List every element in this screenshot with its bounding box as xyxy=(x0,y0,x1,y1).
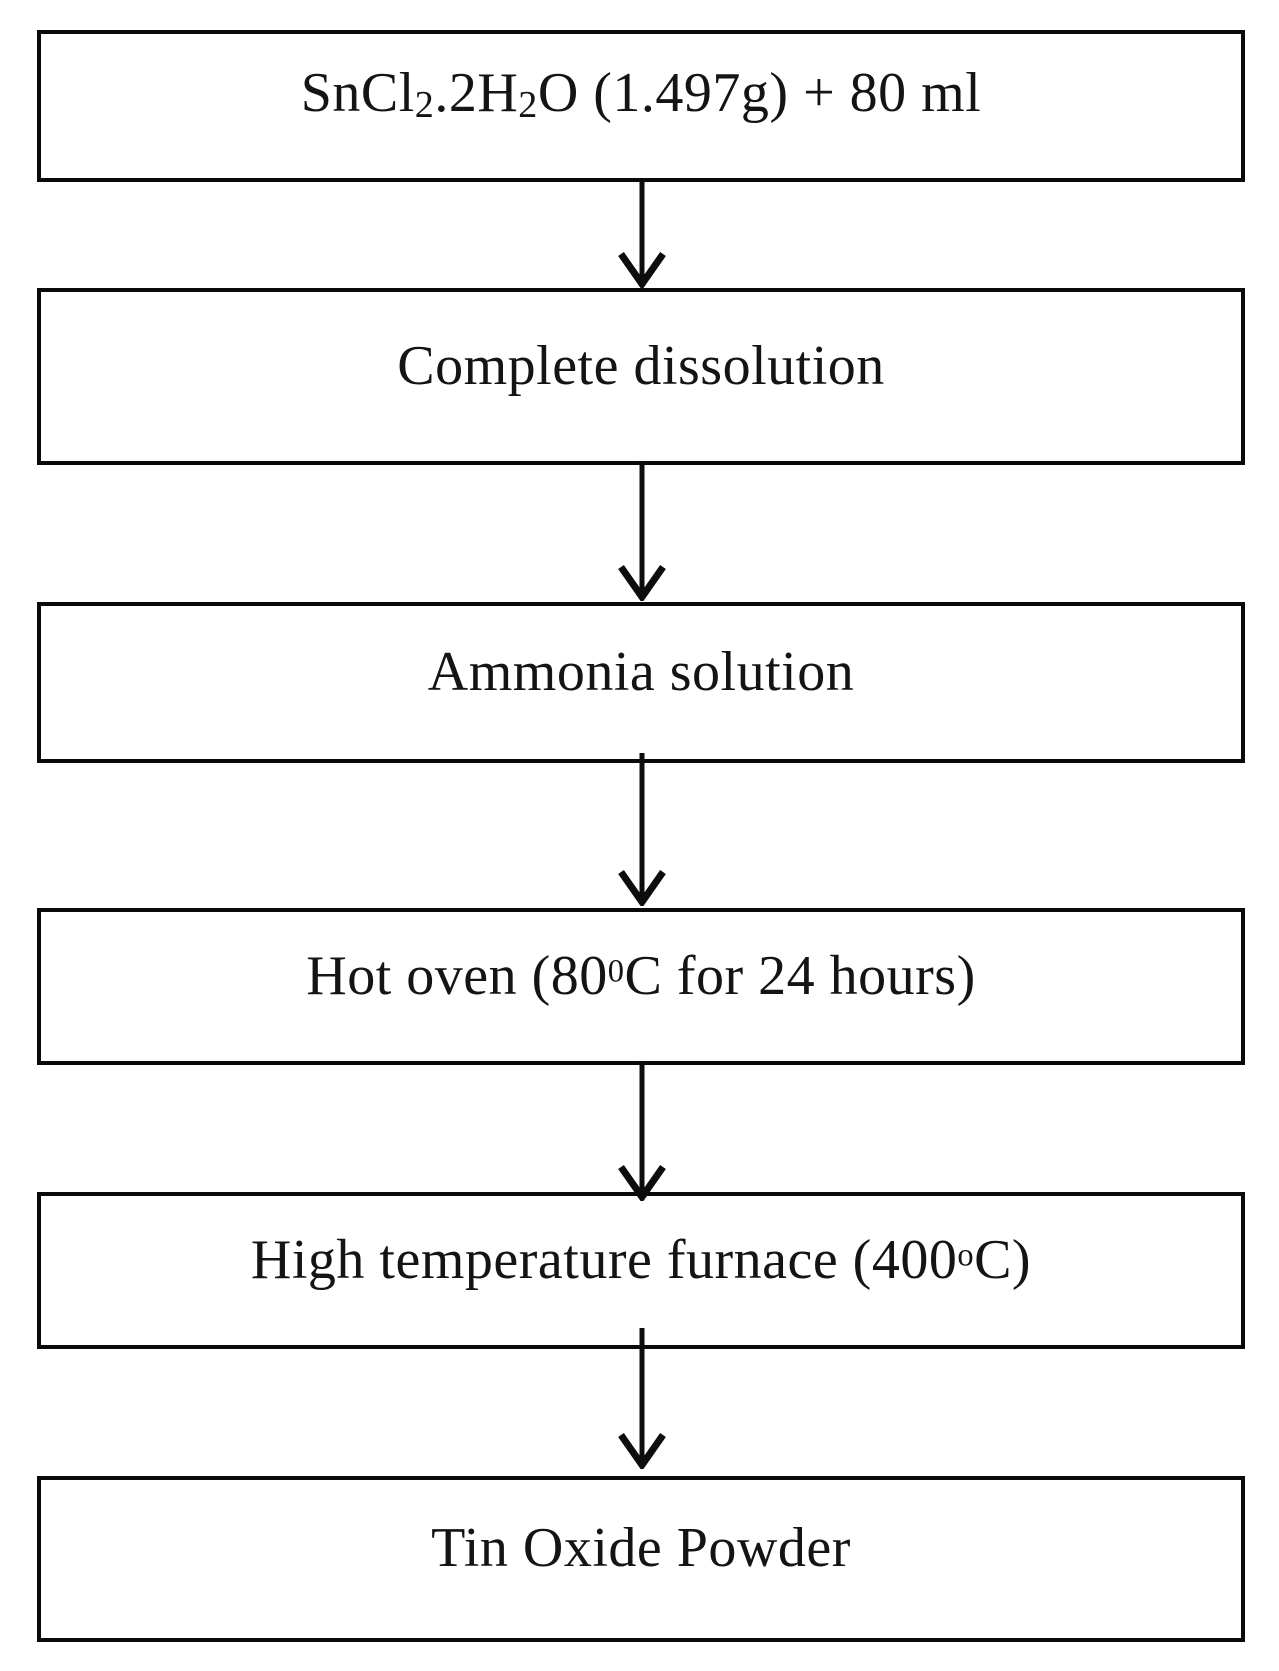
step-text-part: Ammonia solution xyxy=(427,640,855,703)
step-label: Hot oven (800C for 24 hours) xyxy=(306,948,976,1004)
down-arrow-icon xyxy=(618,463,666,601)
step-label: Ammonia solution xyxy=(428,644,854,700)
step-text-part: C for 24 hours) xyxy=(624,944,976,1007)
flow-box-precursor: SnCl2.2H2O (1.497g) + 80 ml xyxy=(37,30,1245,182)
step-label: High temperature furnace (400oC) xyxy=(251,1232,1031,1288)
step-text-part: C) xyxy=(974,1228,1032,1291)
step-text-part: Tin Oxide Powder xyxy=(431,1517,851,1579)
flow-box-ammonia: Ammonia solution xyxy=(37,602,1245,763)
step-label: Tin Oxide Powder xyxy=(431,1520,851,1576)
down-arrow-icon xyxy=(618,753,666,906)
step-label: SnCl2.2H2O (1.497g) + 80 ml xyxy=(301,65,982,124)
flow-box-product: Tin Oxide Powder xyxy=(37,1476,1245,1642)
step-text-part: Hot oven (80 xyxy=(306,944,608,1007)
step-text-part: Complete dissolution xyxy=(397,334,885,397)
flow-box-hot-oven: Hot oven (800C for 24 hours) xyxy=(37,908,1245,1065)
step-text-part: .2H xyxy=(434,62,519,125)
down-arrow-icon xyxy=(618,180,666,288)
step-text-part: High temperature furnace (400 xyxy=(250,1228,958,1291)
step-text-part: SnCl xyxy=(300,62,415,125)
flow-box-furnace: High temperature furnace (400oC) xyxy=(37,1192,1245,1349)
step-text-part: O (1.497g) + 80 ml xyxy=(537,62,982,125)
step-text-subscript: 2 xyxy=(518,84,538,127)
step-text-subscript: 2 xyxy=(414,84,435,127)
step-text-superscript: o xyxy=(957,1237,975,1274)
step-text-superscript: 0 xyxy=(607,953,625,990)
down-arrow-icon xyxy=(618,1063,666,1201)
flow-box-dissolution: Complete dissolution xyxy=(37,288,1245,465)
down-arrow-icon xyxy=(618,1328,666,1469)
step-label: Complete dissolution xyxy=(397,338,885,394)
